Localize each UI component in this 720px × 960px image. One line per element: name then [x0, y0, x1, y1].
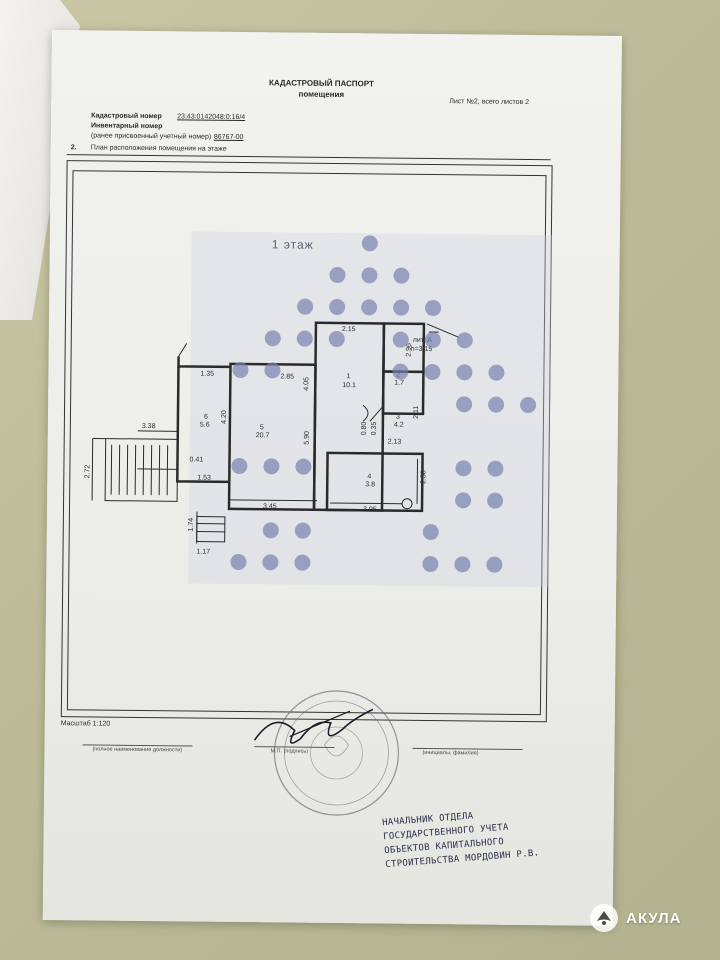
dim-2-58: 2.58	[420, 470, 427, 484]
room-1-area: 10.1	[342, 382, 356, 390]
room-5-area: 20.7	[255, 432, 270, 440]
position-caption: (полное наименование должности)	[92, 746, 183, 754]
dim-3-45: 3.45	[263, 503, 277, 510]
room-6-area: 5.6	[199, 421, 210, 429]
room-6-number: 6	[203, 413, 208, 421]
dim-0-35: 0.35	[371, 422, 378, 436]
room-2-area: 1.7	[394, 379, 405, 387]
dim-1-74: 1.74	[188, 518, 195, 532]
room-5-number: 5	[259, 424, 264, 432]
dim-4-20: 4.20	[221, 410, 228, 424]
staircase	[104, 438, 179, 502]
dim-2-11: 2.11	[413, 406, 420, 419]
dim-2-72: 2.72	[84, 465, 91, 479]
brand-name: АКУЛА	[626, 909, 682, 927]
official-stamp: НАЧАЛЬНИК ОТДЕЛА ГОСУДАРСТВЕННОГО УЧЕТА …	[382, 804, 540, 872]
room-1-number: 1	[346, 373, 351, 381]
dim-5-90: 5.90	[304, 431, 311, 445]
name-caption: (инициалы, фамилия)	[422, 749, 479, 757]
dim-1-53: 1.53	[197, 475, 211, 482]
dim-3-38: 3.38	[142, 423, 156, 430]
shark-logo-icon	[590, 904, 618, 932]
dim-1-17: 1.17	[197, 549, 211, 556]
official-seal	[273, 690, 400, 816]
mp-caption: М.П. (подпись)	[270, 748, 309, 755]
room-6-wall	[177, 356, 231, 369]
dim-2-96: 2.96	[406, 343, 413, 357]
room-4-number: 4	[367, 473, 372, 481]
scale-label: Масштаб 1:120	[60, 720, 111, 728]
document-sheet: КАДАСТРОВЫЙ ПАСПОРТ помещения Лист №2, в…	[42, 30, 622, 926]
signature-scribble	[253, 708, 374, 744]
room-3-number: 3	[395, 413, 400, 421]
dim-3-95: 3.95	[363, 506, 377, 513]
floor-plan: 2.15 2.96 2.85 1.35 4.05 3.38 4.20 5.90 …	[84, 321, 459, 556]
brand-watermark: АКУЛА	[590, 904, 681, 932]
room-4-area: 3.8	[365, 481, 376, 489]
dim-4-05: 4.05	[303, 377, 310, 391]
dim-2-15: 2.15	[342, 326, 356, 333]
room-3-area: 4.2	[393, 421, 404, 429]
room-4-walls	[325, 451, 424, 513]
dim-0-41: 0.41	[189, 456, 203, 463]
dim-1-35: 1.35	[200, 371, 214, 378]
dim-2-13: 2.13	[388, 439, 402, 446]
dim-2-85: 2.85	[280, 373, 294, 380]
dim-0-80: 0.80	[361, 422, 368, 436]
